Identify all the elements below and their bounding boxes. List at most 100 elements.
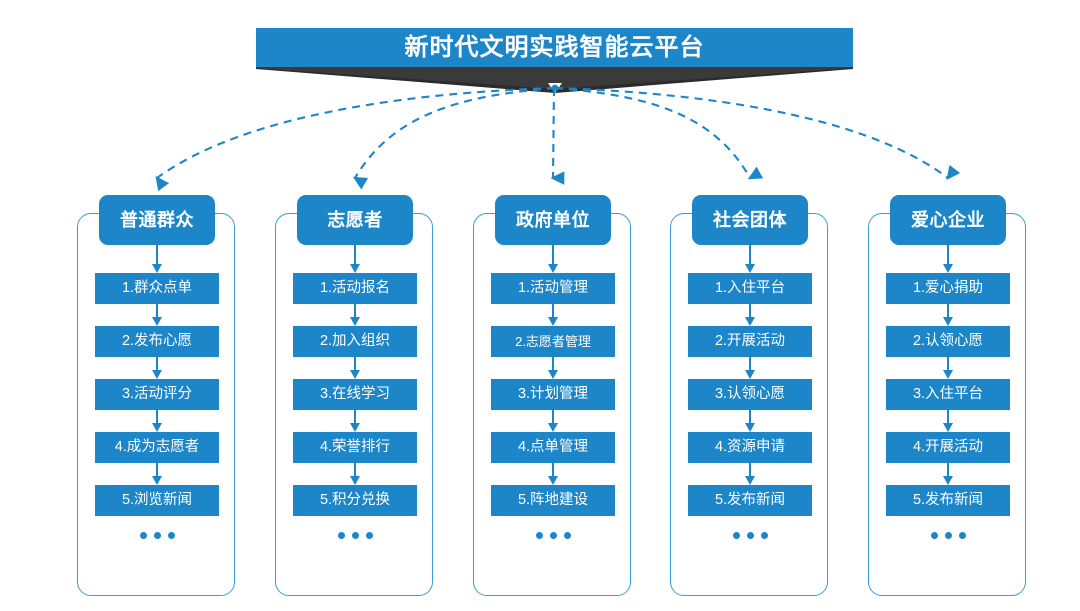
arrow-down-icon bbox=[151, 410, 163, 432]
arrow-down-icon bbox=[151, 463, 163, 485]
arrow-down-icon bbox=[349, 410, 361, 432]
connector-arrows bbox=[155, 84, 961, 192]
column-zhengfu-danwei: 政府单位 1.活动管理 2.志愿者管理 3.计划管理 4.点单管理 bbox=[473, 195, 633, 598]
column-header-button[interactable]: 社会团体 bbox=[692, 195, 808, 245]
column-header-label: 爱心企业 bbox=[911, 210, 985, 230]
column-shehui-tuanti: 社会团体 1.入住平台 2.开展活动 3.认领心愿 4.资源申请 bbox=[670, 195, 830, 598]
banner-bar: 新时代文明实践智能云平台 bbox=[256, 28, 853, 67]
step-item[interactable]: 2.发布心愿 bbox=[95, 326, 219, 357]
arrow-down-icon bbox=[942, 357, 954, 379]
step-label: 2.发布心愿 bbox=[121, 333, 193, 350]
column-header-button[interactable]: 志愿者 bbox=[297, 195, 413, 245]
more-items-ellipsis-icon bbox=[535, 532, 571, 539]
column-putong-qunzhong: 普通群众 1.群众点单 2.发布心愿 3.活动评分 4.成为志愿者 bbox=[77, 195, 237, 598]
more-items-ellipsis-icon bbox=[930, 532, 966, 539]
step-item[interactable]: 1.群众点单 bbox=[95, 273, 219, 304]
step-label: 5.发布新闻 bbox=[714, 492, 786, 509]
arrow-down-icon bbox=[942, 245, 954, 273]
step-label: 5.发布新闻 bbox=[912, 492, 984, 509]
step-item[interactable]: 1.活动管理 bbox=[491, 273, 615, 304]
step-item[interactable]: 4.资源申请 bbox=[688, 432, 812, 463]
step-label: 4.点单管理 bbox=[517, 439, 589, 456]
step-item[interactable]: 3.活动评分 bbox=[95, 379, 219, 410]
step-label: 2.开展活动 bbox=[714, 333, 786, 350]
connector-to-column-2 bbox=[352, 86, 556, 190]
more-items-ellipsis-icon bbox=[139, 532, 175, 539]
arrow-down-icon bbox=[744, 357, 756, 379]
step-label: 3.认领心愿 bbox=[714, 386, 786, 403]
step-label: 5.积分兑换 bbox=[319, 492, 391, 509]
step-label: 4.资源申请 bbox=[714, 439, 786, 456]
arrow-down-icon bbox=[547, 357, 559, 379]
connector-to-column-5 bbox=[554, 86, 961, 181]
column-steps: 1.活动报名 2.加入组织 3.在线学习 4.荣誉排行 5.积分兑换 bbox=[275, 245, 435, 598]
step-item[interactable]: 3.认领心愿 bbox=[688, 379, 812, 410]
step-label: 1.活动管理 bbox=[517, 280, 589, 297]
connector-to-column-1 bbox=[155, 86, 556, 192]
step-item[interactable]: 3.入住平台 bbox=[886, 379, 1010, 410]
step-item[interactable]: 5.发布新闻 bbox=[688, 485, 812, 516]
step-item[interactable]: 4.成为志愿者 bbox=[95, 432, 219, 463]
column-header-label: 政府单位 bbox=[516, 210, 590, 230]
arrow-down-icon bbox=[942, 304, 954, 326]
step-item[interactable]: 5.阵地建设 bbox=[491, 485, 615, 516]
step-item[interactable]: 1.活动报名 bbox=[293, 273, 417, 304]
more-items-ellipsis-icon bbox=[732, 532, 768, 539]
column-header-label: 社会团体 bbox=[713, 210, 787, 230]
step-item[interactable]: 5.浏览新闻 bbox=[95, 485, 219, 516]
banner-title: 新时代文明实践智能云平台 bbox=[404, 33, 705, 61]
column-steps: 1.入住平台 2.开展活动 3.认领心愿 4.资源申请 5.发布新闻 bbox=[670, 245, 830, 598]
step-item[interactable]: 4.开展活动 bbox=[886, 432, 1010, 463]
column-header-label: 志愿者 bbox=[327, 210, 383, 230]
step-item[interactable]: 3.计划管理 bbox=[491, 379, 615, 410]
step-label: 4.成为志愿者 bbox=[114, 439, 200, 456]
step-item[interactable]: 1.入住平台 bbox=[688, 273, 812, 304]
column-steps: 1.活动管理 2.志愿者管理 3.计划管理 4.点单管理 5.阵地建设 bbox=[473, 245, 633, 598]
step-label: 5.阵地建设 bbox=[517, 492, 589, 509]
arrow-down-icon bbox=[151, 245, 163, 273]
role-columns: 普通群众 1.群众点单 2.发布心愿 3.活动评分 4.成为志愿者 bbox=[0, 195, 1080, 611]
step-label: 3.入住平台 bbox=[912, 386, 984, 403]
step-label: 3.在线学习 bbox=[319, 386, 391, 403]
arrow-down-icon bbox=[547, 245, 559, 273]
column-aixin-qiye: 爱心企业 1.爱心捐助 2.认领心愿 3.入住平台 4.开展活动 bbox=[868, 195, 1028, 598]
arrow-down-icon bbox=[151, 357, 163, 379]
arrow-down-icon bbox=[942, 410, 954, 432]
step-item[interactable]: 2.认领心愿 bbox=[886, 326, 1010, 357]
column-header-button[interactable]: 普通群众 bbox=[99, 195, 215, 245]
banner-ribbon-shadow bbox=[256, 67, 853, 93]
step-item[interactable]: 2.开展活动 bbox=[688, 326, 812, 357]
arrow-down-icon bbox=[547, 304, 559, 326]
step-label: 1.群众点单 bbox=[121, 280, 193, 297]
step-item[interactable]: 5.发布新闻 bbox=[886, 485, 1010, 516]
step-label: 4.荣誉排行 bbox=[319, 439, 391, 456]
arrow-down-icon bbox=[547, 410, 559, 432]
step-label: 1.入住平台 bbox=[714, 280, 786, 297]
step-item[interactable]: 2.志愿者管理 bbox=[491, 326, 615, 357]
column-header-label: 普通群众 bbox=[120, 210, 194, 230]
arrow-down-icon bbox=[744, 304, 756, 326]
column-header-button[interactable]: 爱心企业 bbox=[890, 195, 1006, 245]
platform-banner: 新时代文明实践智能云平台 bbox=[256, 28, 853, 93]
arrow-down-icon bbox=[942, 463, 954, 485]
arrow-down-icon bbox=[349, 357, 361, 379]
step-item[interactable]: 4.点单管理 bbox=[491, 432, 615, 463]
step-item[interactable]: 3.在线学习 bbox=[293, 379, 417, 410]
arrow-down-icon bbox=[349, 245, 361, 273]
step-label: 2.认领心愿 bbox=[912, 333, 984, 350]
column-steps: 1.爱心捐助 2.认领心愿 3.入住平台 4.开展活动 5.发布新闻 bbox=[868, 245, 1028, 598]
step-item[interactable]: 1.爱心捐助 bbox=[886, 273, 1010, 304]
column-steps: 1.群众点单 2.发布心愿 3.活动评分 4.成为志愿者 5.浏览新闻 bbox=[77, 245, 237, 598]
step-label: 4.开展活动 bbox=[912, 439, 984, 456]
step-item[interactable]: 5.积分兑换 bbox=[293, 485, 417, 516]
column-header-button[interactable]: 政府单位 bbox=[495, 195, 611, 245]
arrow-down-icon bbox=[744, 410, 756, 432]
arrow-down-icon bbox=[744, 245, 756, 273]
step-item[interactable]: 2.加入组织 bbox=[293, 326, 417, 357]
step-label: 1.活动报名 bbox=[319, 280, 391, 297]
step-label: 1.爱心捐助 bbox=[912, 280, 984, 297]
arrow-down-icon bbox=[547, 463, 559, 485]
step-item[interactable]: 4.荣誉排行 bbox=[293, 432, 417, 463]
step-label: 2.志愿者管理 bbox=[515, 334, 591, 349]
